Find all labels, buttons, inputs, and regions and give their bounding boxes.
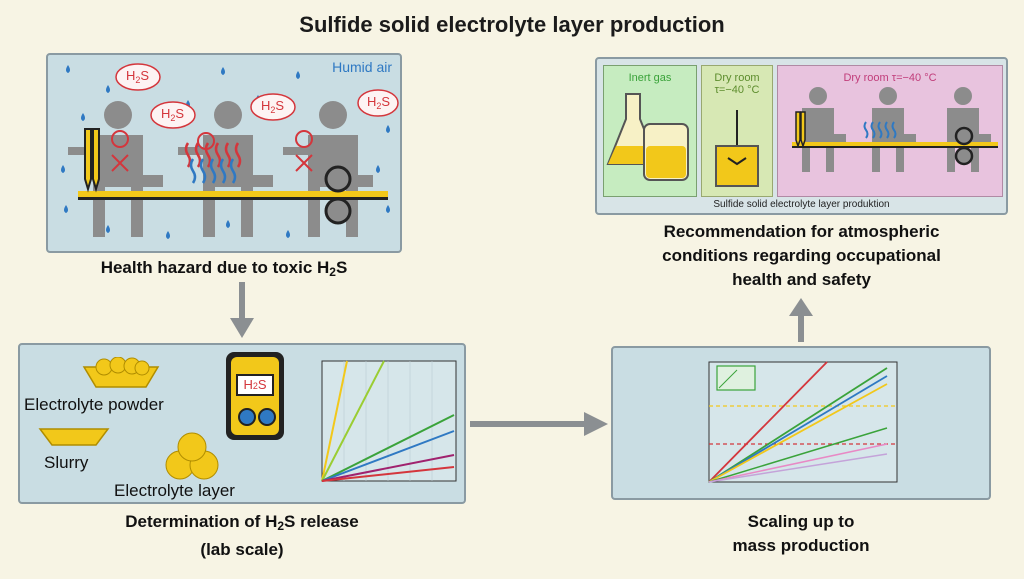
scaling-caption: Scaling up to mass production xyxy=(732,512,870,555)
arrow-down-icon xyxy=(230,282,254,338)
h2s-bubble-2: H2S xyxy=(161,106,185,123)
hazard-illustration xyxy=(61,63,399,239)
lab-scale-panel: Electrolyte powder Slurry Electrolyte la… xyxy=(18,343,466,504)
h2s-bubble-1: H2S xyxy=(126,68,150,85)
h2s-detector: H2S xyxy=(226,352,284,440)
lab-line-1 xyxy=(321,360,348,482)
scaling-plot xyxy=(708,361,898,483)
inert-gas-zone: Inert gas xyxy=(603,65,697,197)
production-line-icon xyxy=(792,87,998,172)
scale-line-5 xyxy=(708,427,888,483)
inset-plot xyxy=(716,365,756,391)
h2s-bubble-3: H2S xyxy=(261,98,285,115)
electrolyte-strip xyxy=(78,191,388,197)
electrolyte-disc-icon xyxy=(165,432,219,480)
scale-line-7 xyxy=(708,453,888,483)
hazard-caption: Health hazard due to toxic H2S xyxy=(100,258,348,279)
recommendation-caption: Recommendation for atmospheric condition… xyxy=(662,222,941,289)
hazard-panel: Humid air H2S H2S H2S H2S xyxy=(46,53,402,253)
roller-icon xyxy=(324,165,352,193)
inert-gas-label: Inert gas xyxy=(628,72,672,84)
lab-line-3 xyxy=(321,414,455,482)
slurry-bowl-icon xyxy=(38,428,110,446)
lab-line-2 xyxy=(321,360,385,482)
powder-bowl-icon xyxy=(82,357,160,388)
dry-room-wide-zone: Dry room τ=−40 °C xyxy=(777,65,1003,197)
flask-icon xyxy=(606,93,689,181)
scale-line-3 xyxy=(708,375,888,483)
recommendation-footer: Sulfide solid electrolyte layer produkti… xyxy=(713,199,890,210)
humid-air-label: Humid air xyxy=(332,59,392,75)
scale-line-2 xyxy=(708,367,888,483)
mixer-icon xyxy=(715,110,759,187)
electrolyte-powder-label: Electrolyte powder xyxy=(24,395,164,414)
recommendation-panel: Inert gas Dry room τ=−40 °C Dry room τ=−… xyxy=(595,57,1008,215)
arrow-up-icon xyxy=(789,298,813,342)
scale-line-4 xyxy=(708,383,888,483)
doctor-blade-icon xyxy=(84,128,92,193)
electrolyte-layer-label: Electrolyte layer xyxy=(114,481,235,500)
arrow-right-icon xyxy=(470,412,608,436)
scaling-panel xyxy=(611,346,991,500)
scale-line-6 xyxy=(708,443,888,483)
page-title: Sulfide solid electrolyte layer producti… xyxy=(299,12,725,37)
lab-line-6 xyxy=(321,466,455,482)
lab-release-plot xyxy=(321,360,457,482)
lab-scale-caption: Determination of H2S release (lab scale) xyxy=(125,512,359,559)
vapor-waves-icon xyxy=(184,142,242,168)
h2s-cloud-icon xyxy=(115,63,399,129)
lab-line-5 xyxy=(321,454,455,482)
scale-line-1 xyxy=(708,361,828,483)
detector-screen: H2S xyxy=(236,374,274,396)
lab-line-4 xyxy=(321,430,455,482)
skull-icon xyxy=(111,130,313,172)
dry-room-small-zone: Dry room τ=−40 °C xyxy=(701,65,773,197)
slurry-label: Slurry xyxy=(44,453,89,472)
h2s-bubble-4: H2S xyxy=(367,94,391,111)
